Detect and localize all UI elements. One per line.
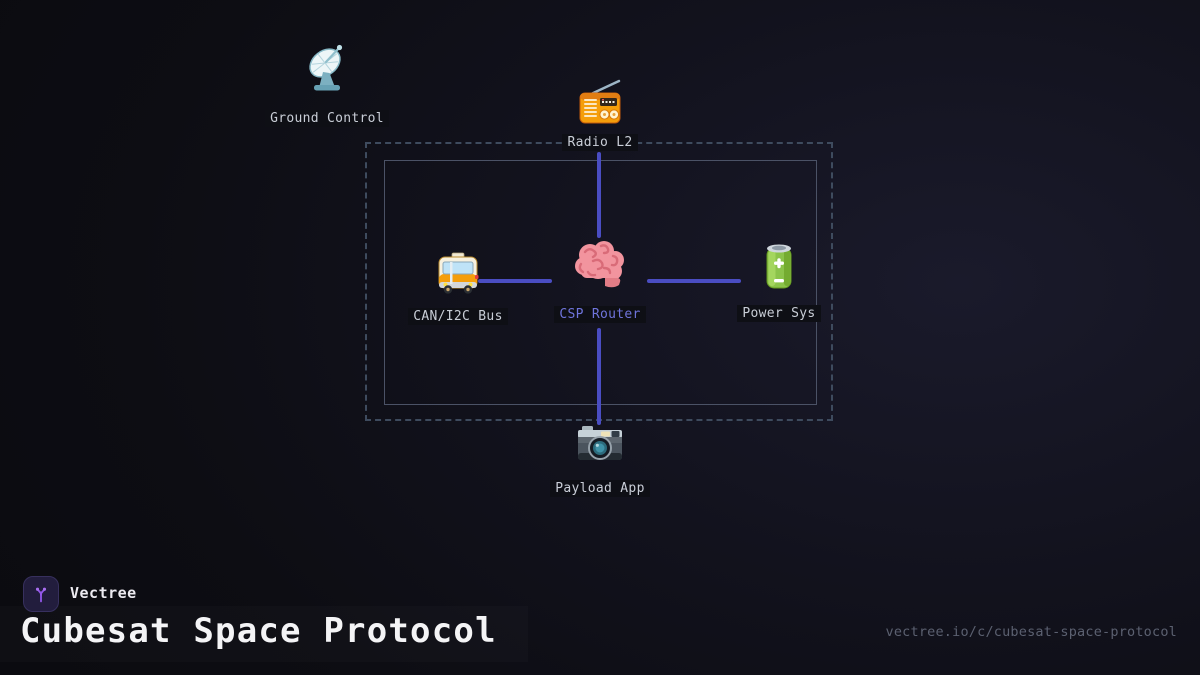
edge-radio-to-router [597, 152, 601, 238]
node-label: Payload App [550, 480, 650, 497]
node-label: Radio L2 [562, 134, 638, 151]
radio-icon [575, 78, 625, 125]
node-radio-l2: Radio L2 [510, 78, 690, 151]
node-payload-app: Payload App [510, 424, 690, 497]
battery-icon [762, 241, 796, 291]
edge-router-to-power [647, 279, 741, 283]
edge-bus-to-router [478, 279, 552, 283]
node-label: CAN/I2C Bus [408, 308, 508, 325]
satellite-dish-icon [301, 42, 353, 94]
node-label: Power Sys [737, 305, 821, 322]
vectree-branch-icon [35, 587, 47, 603]
node-can-i2c-bus: CAN/I2C Bus [368, 252, 548, 325]
bus-icon [435, 252, 481, 295]
node-label: Ground Control [265, 110, 389, 127]
brand-name: Vectree [70, 584, 137, 602]
vectree-logo [23, 576, 59, 612]
node-ground-control: Ground Control [237, 42, 417, 127]
node-label: CSP Router [554, 306, 646, 323]
edge-router-to-payload [597, 328, 601, 425]
page-url: vectree.io/c/cubesat-space-protocol [885, 624, 1177, 640]
node-csp-router: CSP Router [510, 237, 690, 323]
page-title: Cubesat Space Protocol [20, 611, 497, 651]
camera-icon [575, 424, 625, 464]
brain-icon [571, 237, 629, 293]
node-power-sys: Power Sys [689, 241, 869, 322]
